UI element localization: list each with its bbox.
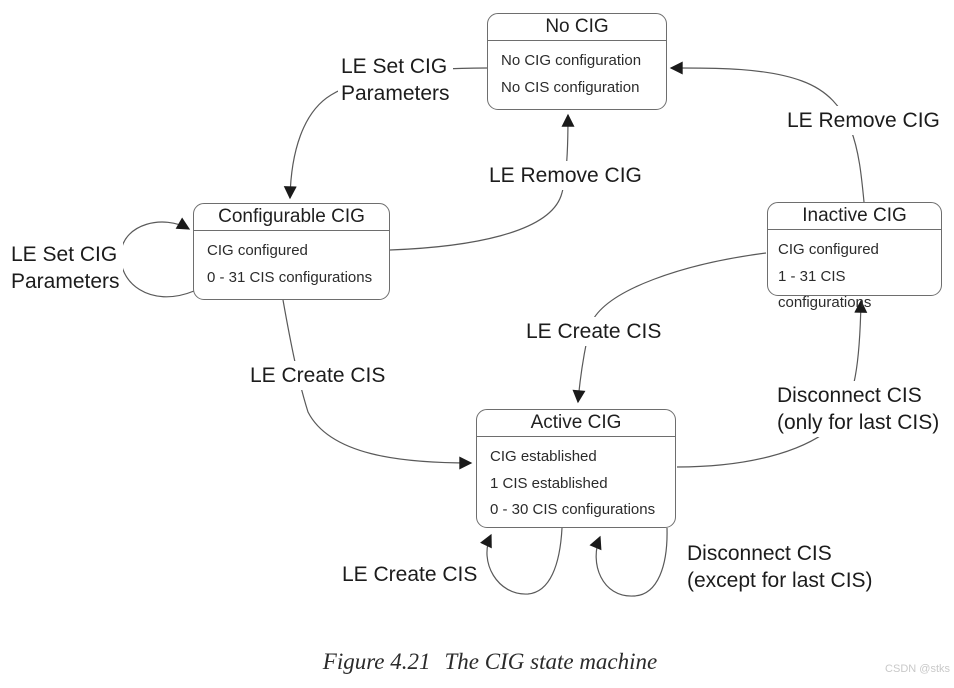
state-no-cig-body: No CIG configuration No CIS configuratio… [488,41,666,101]
figure-caption: Figure 4.21 The CIG state machine [26,649,954,675]
label-le-create-cis-center: LE Create CIS [523,317,665,346]
label-disconnect-cis-only-last: Disconnect CIS (only for last CIS) [774,381,943,437]
arrow-inactive-cig-to-active-cig [572,252,767,404]
state-active-cig: Active CIG CIG established 1 CIS establi… [476,409,676,528]
state-inactive-cig: Inactive CIG CIG configured 1 - 31 CIS c… [767,202,942,311]
label-line: LE Create CIS [342,563,478,586]
label-le-create-cis-bottom: LE Create CIS [339,560,481,589]
state-configurable-cig-line1: CIG configured [207,242,308,259]
state-configurable-cig-line2: 0 - 31 CIS configurations [207,268,373,286]
state-active-cig-line3: 0 - 30 CIS configurations [490,501,656,518]
state-configurable-cig-title: Configurable CIG [194,204,389,231]
state-no-cig-line1: No CIG configuration [501,52,642,69]
label-line: Disconnect CIS [687,542,832,565]
state-no-cig-title: No CIG [488,14,666,41]
label-line: LE Set CIG [341,55,448,78]
label-disconnect-cis-except-last: Disconnect CIS (except for last CIS) [684,539,876,595]
state-configurable-cig: Configurable CIG CIG configured 0 - 31 C… [193,203,390,300]
label-line: LE Set CIG [11,243,118,266]
label-line: LE Remove CIG [489,164,642,187]
state-no-cig: No CIG No CIG configuration No CIS confi… [487,13,667,110]
figure-caption-number: Figure 4.21 [322,649,431,674]
arrow-configurable-cig-self-loop [120,217,195,298]
arrow-configurable-cig-to-no-cig [389,113,575,251]
state-configurable-cig-body: CIG configured 0 - 31 CIS configurations [194,231,389,291]
state-inactive-cig-line1: CIG configured [778,241,879,258]
state-active-cig-line2: 1 CIS established [490,474,608,492]
label-line: Parameters [341,82,450,105]
arrow-inactive-cig-to-no-cig [669,61,865,203]
state-active-cig-body: CIG established 1 CIS established 0 - 30… [477,437,675,524]
arrow-configurable-cig-to-active-cig [282,299,473,470]
label-line: (only for last CIS) [777,411,940,434]
state-inactive-cig-title: Inactive CIG [768,203,941,230]
label-le-set-cig-parameters-left: LE Set CIG Parameters [8,240,123,296]
state-inactive-cig-body: CIG configured 1 - 31 CIS configurations [768,230,941,317]
state-inactive-cig-line2: 1 - 31 CIS configurations [778,267,872,312]
label-line: Parameters [11,270,120,293]
arrow-active-cig-self-loop-create [480,527,563,595]
label-le-remove-cig-center: LE Remove CIG [486,161,645,190]
state-no-cig-line2: No CIS configuration [501,78,640,96]
state-active-cig-title: Active CIG [477,410,675,437]
watermark-text: CSDN @stks [885,663,950,675]
figure-caption-title: The CIG state machine [444,649,658,674]
label-le-remove-cig-right: LE Remove CIG [784,106,943,135]
label-le-set-cig-parameters-top: LE Set CIG Parameters [338,52,453,108]
label-line: Disconnect CIS [777,384,922,407]
label-line: LE Create CIS [250,364,386,387]
arrow-active-cig-self-loop-disconnect [589,527,668,597]
label-line: LE Remove CIG [787,109,940,132]
label-line: (except for last CIS) [687,569,873,592]
state-active-cig-line1: CIG established [490,448,597,465]
label-line: LE Create CIS [526,320,662,343]
label-le-create-cis-left: LE Create CIS [247,361,389,390]
